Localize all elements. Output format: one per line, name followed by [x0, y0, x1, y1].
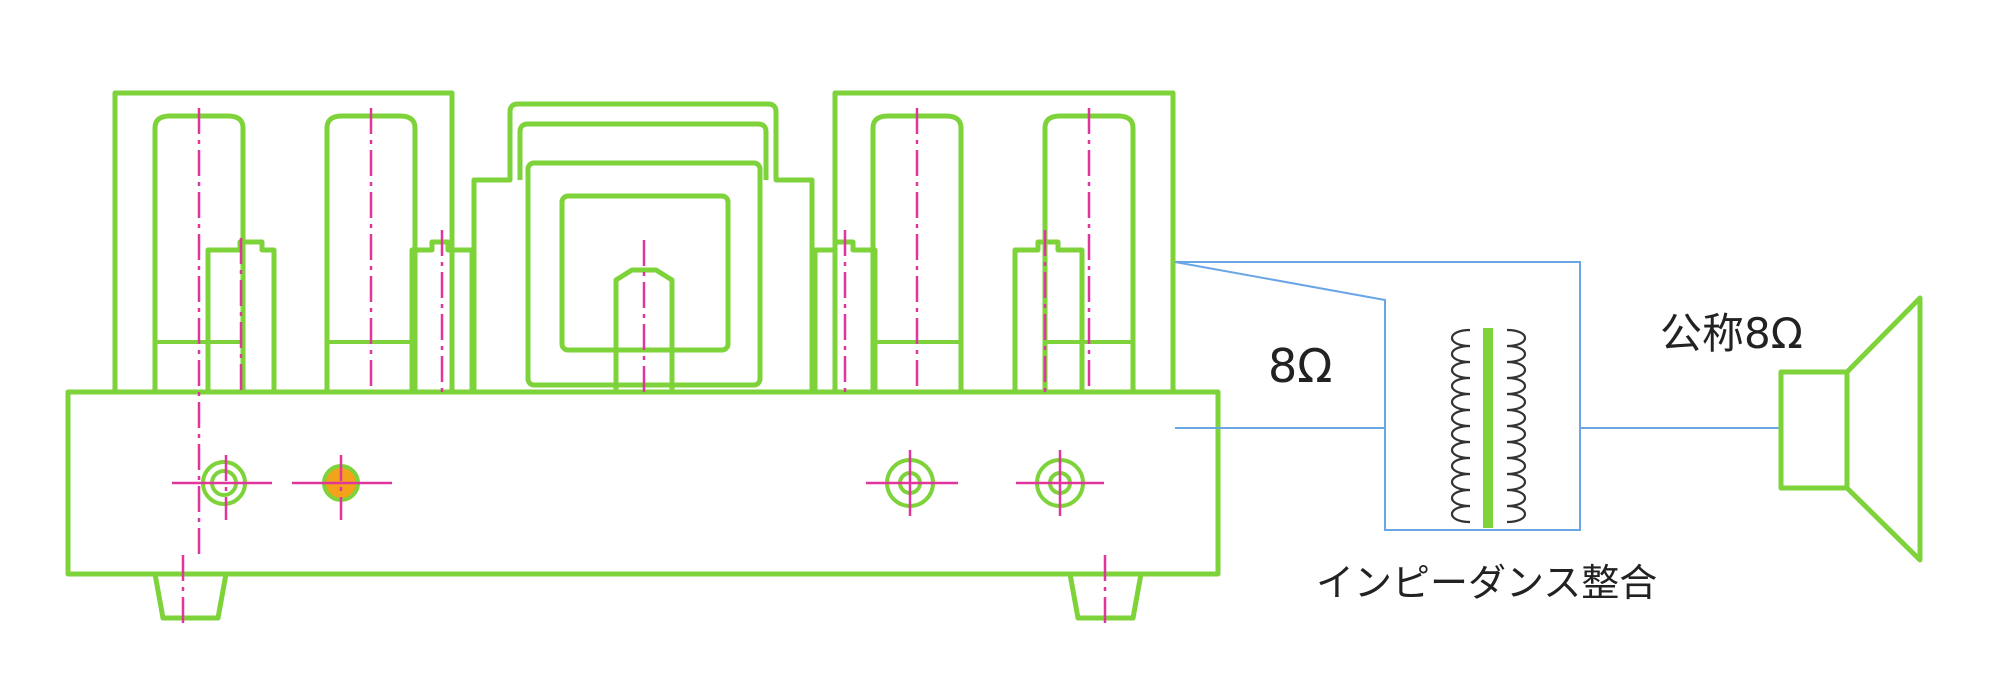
- transformer-icon: [1450, 328, 1527, 528]
- amp-output-impedance-label: 8Ω: [1268, 339, 1332, 393]
- secondary-coil: [1506, 328, 1527, 524]
- amp-foot-left: [152, 571, 229, 621]
- impedance-matching-label: インピーダンス整合: [1316, 561, 1657, 605]
- speaker-nominal-label: 公称8Ω: [1660, 309, 1803, 358]
- primary-coil: [1450, 328, 1471, 524]
- tube-cage-left: [112, 90, 455, 395]
- preamp-tube-2: [409, 239, 475, 392]
- connection-wires: [1174, 261, 1780, 531]
- preamp-tube-4: [1012, 239, 1085, 392]
- tube-amplifier-icon: [65, 90, 1221, 625]
- tube-cage-right: [832, 90, 1176, 395]
- speaker-icon: [1778, 295, 1923, 563]
- transformer-core: [1483, 328, 1493, 528]
- preamp-tube-1: [205, 239, 277, 392]
- speaker-cone: [1845, 295, 1923, 563]
- center-lines: [172, 108, 1107, 625]
- speaker-magnet: [1778, 369, 1850, 491]
- amp-foot-right: [1067, 571, 1144, 621]
